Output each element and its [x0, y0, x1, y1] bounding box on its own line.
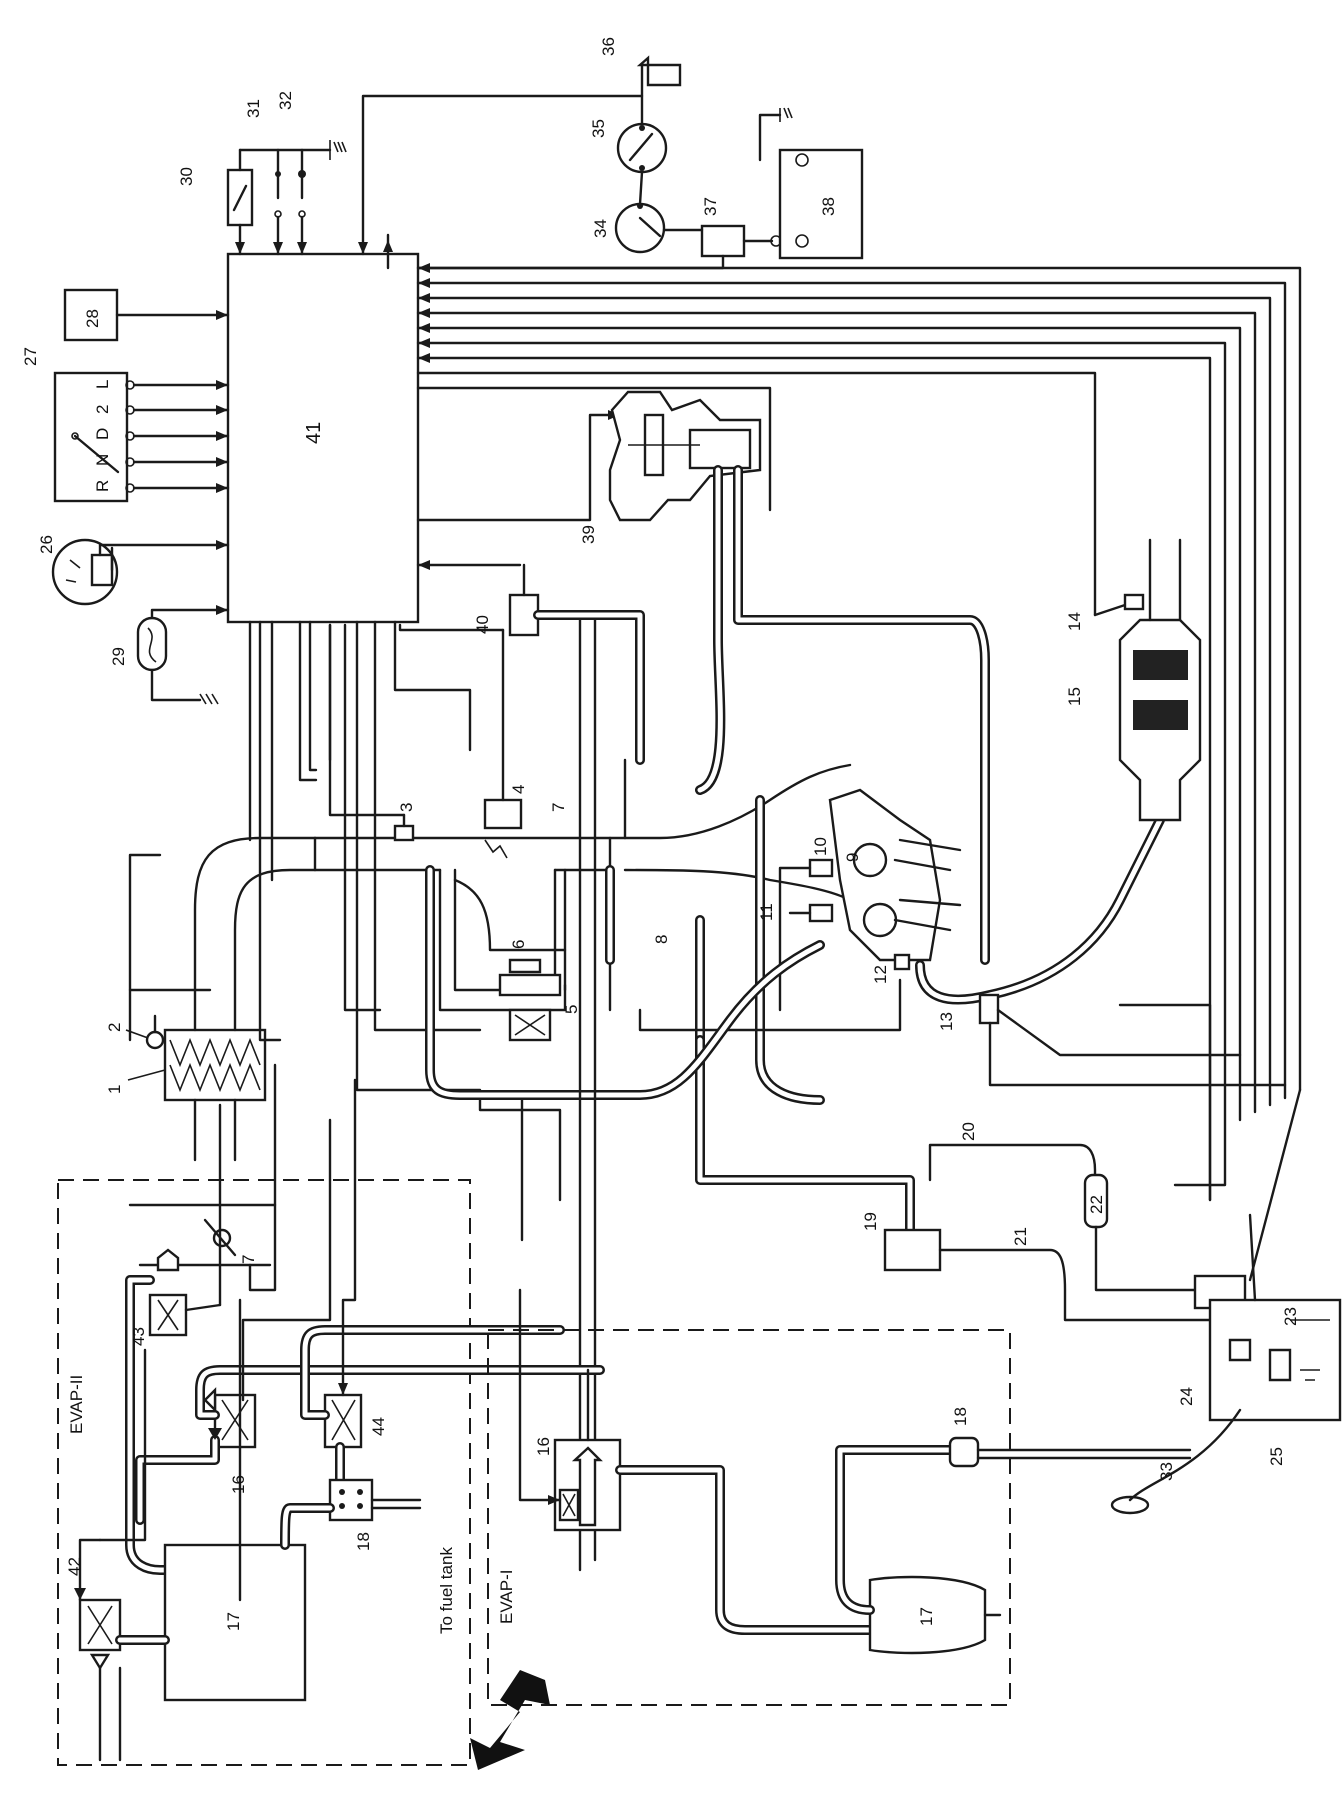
callout-3: 3 — [397, 803, 416, 812]
selector-letter-n: N — [93, 454, 112, 466]
callout-33: 33 — [1157, 1462, 1176, 1481]
callout-30: 30 — [177, 167, 196, 186]
callout-22: 22 — [1087, 1195, 1106, 1214]
callout-17-b: 17 — [917, 1607, 936, 1626]
callout-26: 26 — [37, 535, 56, 554]
callout-7-a: 7 — [549, 803, 568, 812]
engine-block-8-12 — [623, 763, 962, 1105]
callout-12: 12 — [871, 965, 890, 984]
sensor-29 — [136, 605, 230, 705]
callout-35: 35 — [589, 119, 608, 138]
callout-36: 36 — [599, 37, 618, 56]
ignition-and-battery-group — [358, 55, 864, 270]
callout-11: 11 — [757, 903, 776, 921]
egr-valve-39 — [608, 390, 990, 965]
throttle-body-5-6 — [438, 836, 615, 1042]
switches-30-32 — [226, 140, 347, 256]
evap-ii-label: EVAP-II — [67, 1375, 86, 1434]
evap-connectors — [98, 1298, 242, 1602]
callout-28: 28 — [83, 309, 102, 328]
callout-44: 44 — [369, 1417, 388, 1436]
selector-letter-2: 2 — [93, 405, 112, 414]
callout-18-b: 18 — [951, 1407, 970, 1426]
callout-40: 40 — [473, 615, 492, 634]
callout-32: 32 — [276, 91, 295, 110]
callout-numbers: 1 2 3 4 5 6 7 7 8 9 10 11 12 13 14 15 16… — [21, 37, 1300, 1631]
callout-19: 19 — [861, 1212, 880, 1231]
callout-8: 8 — [652, 935, 671, 944]
callout-21: 21 — [1011, 1227, 1030, 1246]
intake-system — [128, 623, 627, 1162]
callout-37: 37 — [701, 197, 720, 216]
callout-6: 6 — [509, 940, 528, 949]
callout-15: 15 — [1065, 687, 1084, 706]
callout-29: 29 — [109, 647, 128, 666]
selector-letter-l: L — [93, 380, 112, 389]
control-unit-41: 41 — [226, 252, 420, 624]
callout-14: 14 — [1065, 612, 1084, 631]
callout-31: 31 — [244, 99, 263, 118]
callout-13: 13 — [937, 1012, 956, 1031]
evap-i-section: EVAP-I — [487, 1288, 1192, 1706]
callout-16-b: 16 — [534, 1437, 553, 1456]
callout-20: 20 — [959, 1122, 978, 1141]
callout-39: 39 — [579, 525, 598, 544]
callout-34: 34 — [591, 219, 610, 238]
callout-43: 43 — [129, 1327, 148, 1346]
callout-18-a: 18 — [354, 1532, 373, 1551]
callout-17-a: 17 — [224, 1612, 243, 1631]
selector-letter-r: R — [93, 480, 112, 492]
fuel-tank-area-19-25 — [695, 1035, 1342, 1515]
selector-letter-d: D — [93, 428, 112, 440]
callout-4: 4 — [509, 785, 528, 794]
gear-selector-27: R N D 2 L — [53, 371, 230, 503]
component-28-box — [63, 288, 230, 342]
callout-10: 10 — [811, 837, 830, 856]
callout-9: 9 — [843, 853, 862, 862]
evap-i-label: EVAP-I — [497, 1570, 516, 1624]
direction-arrow — [470, 1670, 550, 1770]
control-unit-label: 41 — [303, 422, 325, 444]
fuel-tank-label: To fuel tank — [437, 1547, 456, 1634]
callout-25: 25 — [1267, 1447, 1286, 1466]
callout-24: 24 — [1177, 1387, 1196, 1406]
callout-2: 2 — [105, 1023, 124, 1032]
callout-27: 27 — [21, 347, 40, 366]
callout-7-b: 7 — [239, 1255, 258, 1264]
callout-42: 42 — [65, 1557, 84, 1576]
exhaust-system-13-15 — [915, 538, 1287, 1087]
sensor-40 — [508, 563, 645, 765]
evap-ii-section: EVAP-II To fuel tank — [57, 1063, 605, 1766]
sensor-signal-lines — [416, 263, 1302, 1202]
callout-16-a: 16 — [229, 1475, 248, 1494]
callout-1: 1 — [105, 1085, 124, 1094]
vacuum-routes — [248, 618, 825, 1572]
callout-38: 38 — [819, 197, 838, 216]
callout-5: 5 — [562, 1005, 581, 1014]
callout-23: 23 — [1281, 1307, 1300, 1326]
gauge-26 — [51, 538, 230, 606]
